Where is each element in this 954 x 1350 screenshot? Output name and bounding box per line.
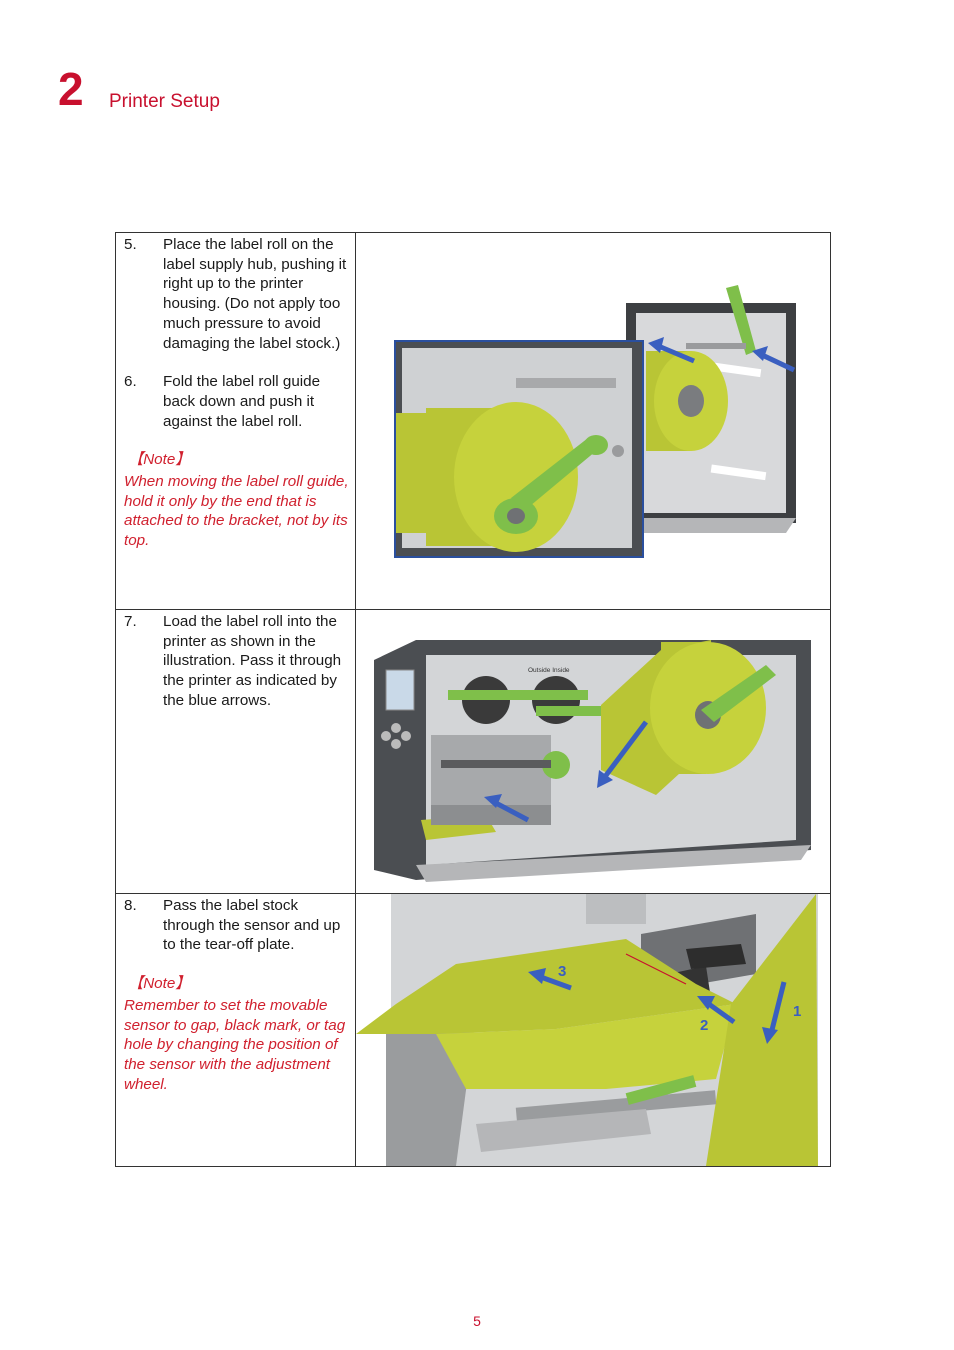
step-text-cell: 8. Pass the label stock through the sens… xyxy=(115,893,356,1167)
step-item: 7. Load the label roll into the printer … xyxy=(124,612,349,711)
step-item: 5. Place the label roll on the label sup… xyxy=(124,235,349,353)
step-text-cell: 5. Place the label roll on the label sup… xyxy=(115,232,356,610)
step-text: Load the label roll into the printer as … xyxy=(163,613,342,709)
step-number: 6. xyxy=(124,373,137,391)
step-text-cell: 7. Load the label roll into the printer … xyxy=(115,609,356,894)
label-loading-illustration: Outside Inside xyxy=(374,640,811,882)
note-text: Remember to set the movable sensor to ga… xyxy=(124,996,346,1093)
label-roll-hub-illustration xyxy=(394,285,796,558)
step-number: 7. xyxy=(124,613,137,630)
step-text: Place the label roll on the label supply… xyxy=(163,236,347,352)
note-text: When moving the label roll guide, hold i… xyxy=(124,473,349,550)
steps-table: 5. Place the label roll on the label sup… xyxy=(115,232,831,1167)
illustration-cell: 3 2 1 xyxy=(355,893,831,1167)
step-number: 8. xyxy=(124,897,137,914)
step-text: Pass the label stock through the sensor … xyxy=(163,897,341,954)
step-item: 6. Fold the label roll guide back down a… xyxy=(124,372,349,431)
arrow-label-3: 3 xyxy=(558,963,566,980)
arrow-label-1: 1 xyxy=(793,1003,801,1020)
step-item: 8. Pass the label stock through the sens… xyxy=(124,896,349,955)
sensor-position-label: Outside Inside xyxy=(528,667,570,674)
chapter-title: Printer Setup xyxy=(109,91,220,112)
table-row: 5. Place the label roll on the label sup… xyxy=(115,232,831,610)
table-row: 8. Pass the label stock through the sens… xyxy=(115,893,831,1167)
note-heading: 【Note】 xyxy=(128,975,191,993)
illustration-cell xyxy=(355,232,831,610)
sensor-threading-illustration: 3 2 1 xyxy=(356,894,818,1166)
chapter-number: 2 xyxy=(58,63,84,115)
table-row: 7. Load the label roll into the printer … xyxy=(115,609,831,894)
illustration-cell: Outside Inside xyxy=(355,609,831,894)
step-text: Fold the label roll guide back down and … xyxy=(163,373,321,430)
step-number: 5. xyxy=(124,236,137,253)
note-heading: 【Note】 xyxy=(128,451,191,469)
page-number: 5 xyxy=(473,1313,481,1329)
arrow-label-2: 2 xyxy=(700,1017,708,1034)
